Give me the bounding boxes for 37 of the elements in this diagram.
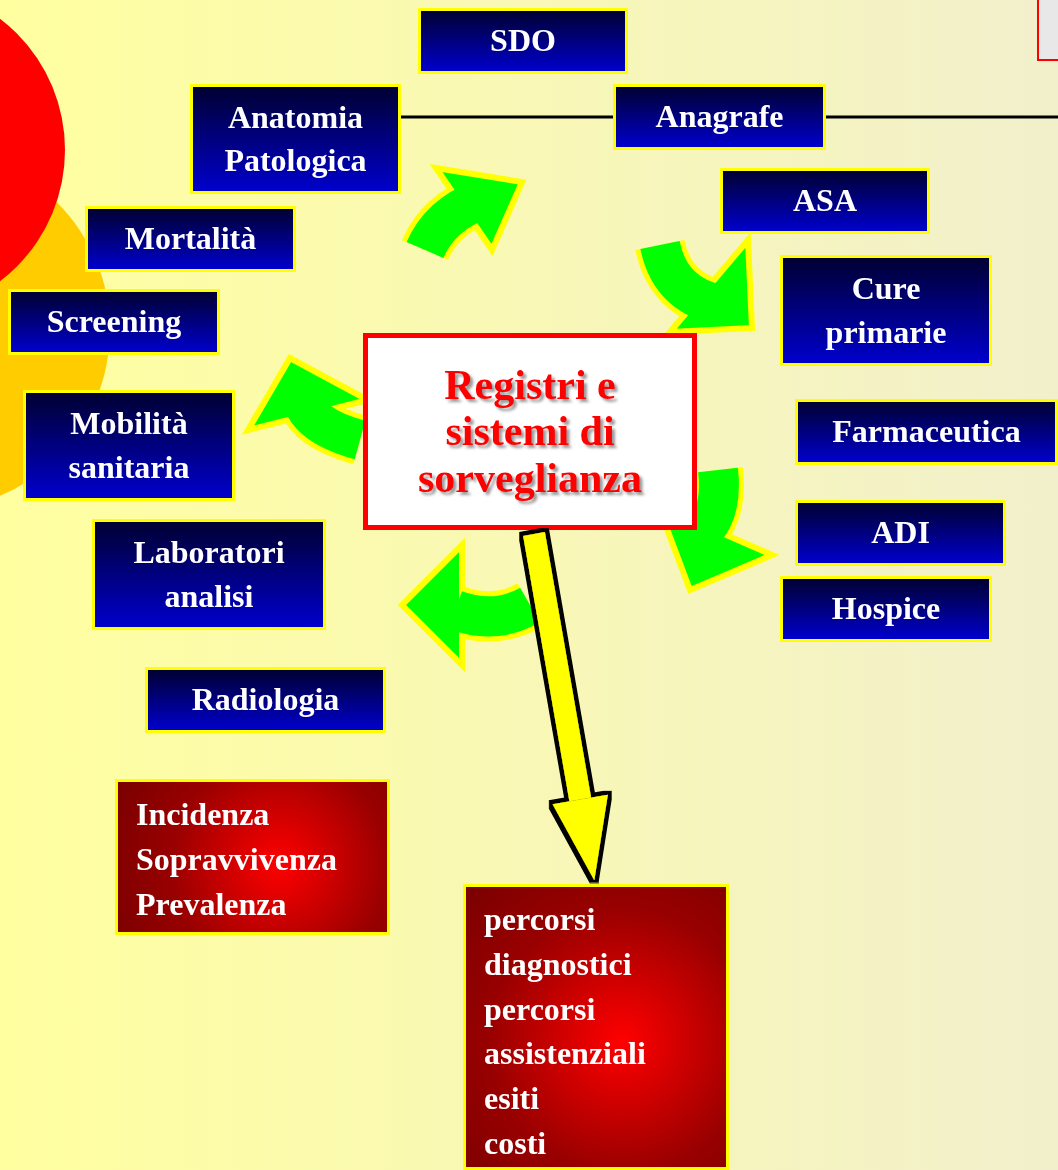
central-title: Registri e sistemi di sorveglianza <box>418 362 642 501</box>
box-label: Mobilità sanitaria <box>67 404 191 487</box>
source-box <box>795 399 1058 465</box>
source-box <box>145 667 386 733</box>
source-box <box>780 255 992 366</box>
box-label: Anatomia Patologica <box>223 97 368 180</box>
source-box <box>190 84 401 194</box>
list-item: Prevalenza <box>136 884 287 924</box>
box-label: Hospice <box>831 589 941 629</box>
list-item: Incidenza <box>136 795 270 834</box>
box-label: Radiologia <box>191 680 340 720</box>
source-box <box>85 206 296 272</box>
box-label: Laboratori analisi <box>132 533 286 616</box>
source-box <box>795 500 1006 566</box>
box-label: ASA <box>793 181 857 221</box>
list-item: Sopravvivenza <box>136 839 337 879</box>
connector-line <box>401 115 613 119</box>
source-box <box>23 390 235 501</box>
source-box <box>720 168 930 234</box>
box-label: SDO <box>490 21 556 61</box>
list-item: costi <box>484 1124 547 1163</box>
connector-line <box>826 115 1058 119</box>
box-label: Farmaceutica <box>832 412 1021 452</box>
source-box <box>418 8 628 74</box>
box-label: Anagrafe <box>655 97 784 137</box>
box-label: Cure primarie <box>824 269 948 352</box>
source-box <box>780 576 992 642</box>
list-item: esiti <box>484 1079 540 1119</box>
box-label: Mortalità <box>124 219 257 259</box>
source-box <box>8 289 220 355</box>
output-box <box>463 884 729 1170</box>
output-box <box>115 779 390 935</box>
box-label: ADI <box>871 513 930 553</box>
source-box <box>613 84 826 150</box>
central-box <box>363 333 697 530</box>
box-label: Screening <box>46 302 182 342</box>
source-box <box>92 519 326 630</box>
